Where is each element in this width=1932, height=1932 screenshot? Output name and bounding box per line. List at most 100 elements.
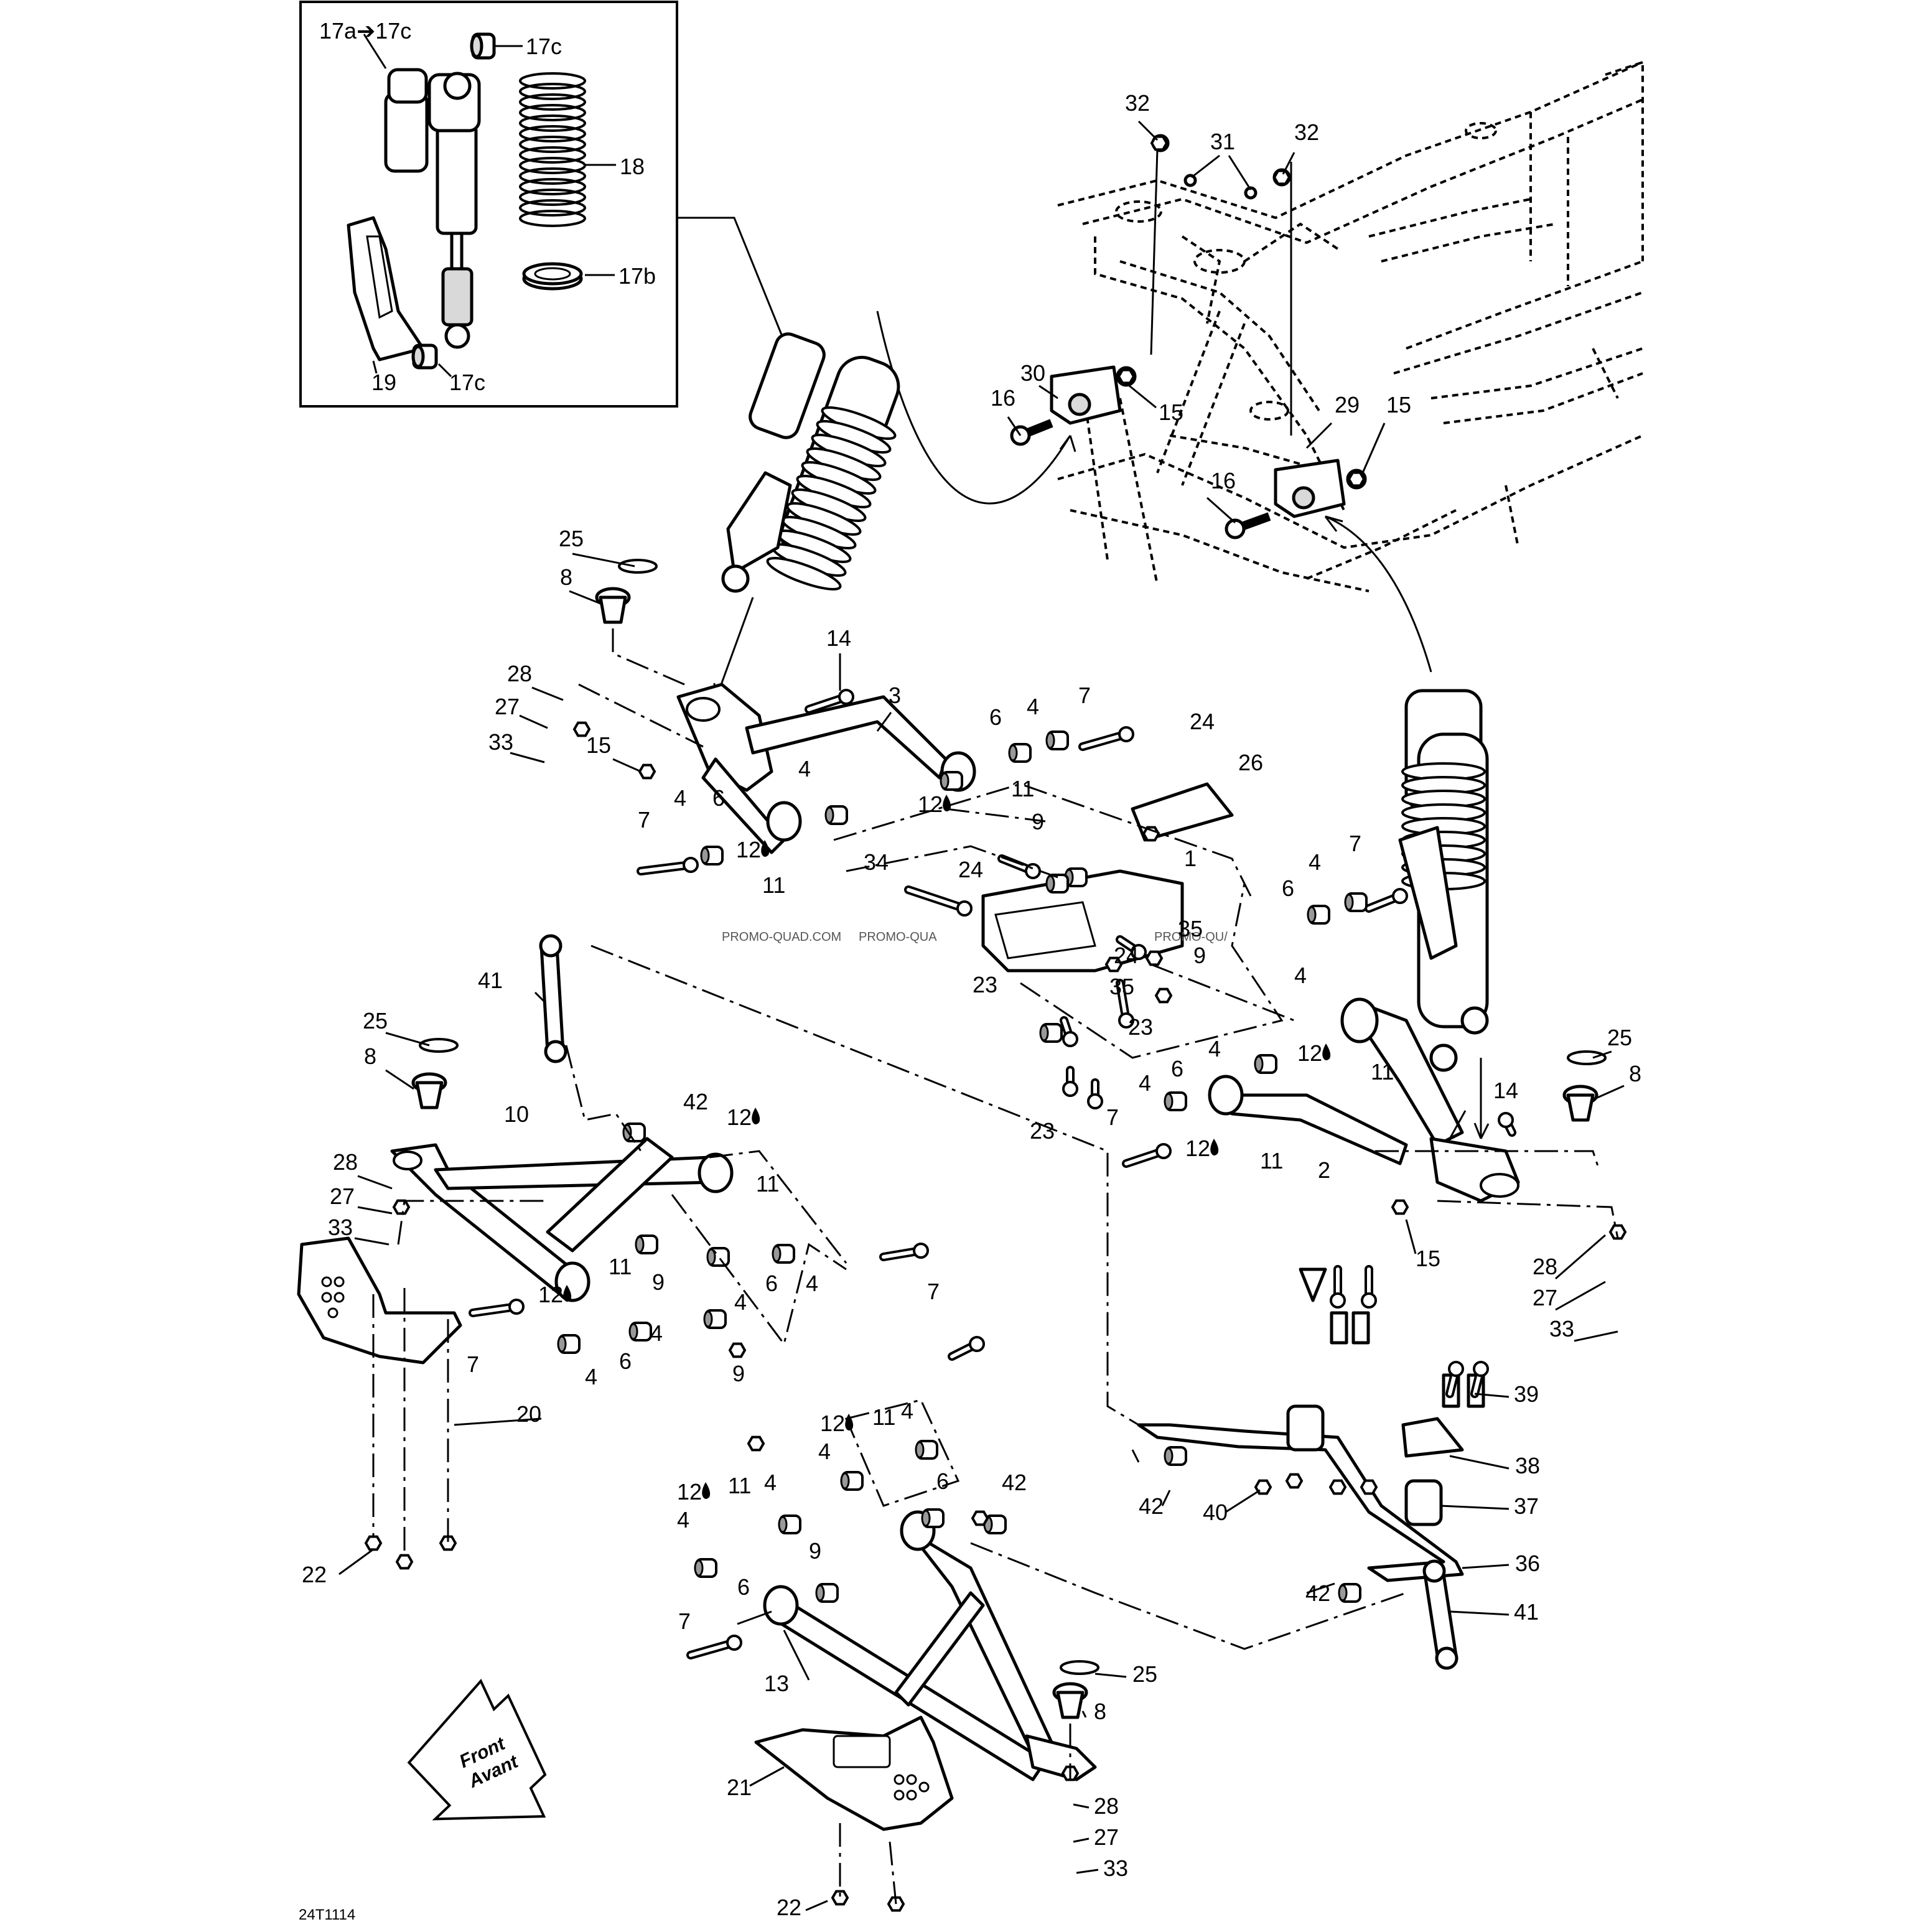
inset-top-bushing — [470, 32, 496, 60]
callout-15: 15 — [1416, 1246, 1440, 1271]
oil-drop-icon — [1322, 1043, 1331, 1060]
callout-23: 23 — [1030, 1118, 1055, 1144]
inset-spring-seat — [522, 262, 583, 291]
callout-20: 20 — [516, 1401, 541, 1427]
inset-label-spring: 18 — [620, 154, 645, 179]
callout-11: 11 — [1011, 776, 1034, 801]
callout-12: 12 — [538, 1282, 563, 1307]
callout-4: 4 — [674, 785, 686, 811]
oil-drop-icon — [943, 795, 951, 811]
callout-11: 11 — [1371, 1059, 1394, 1085]
callout-4: 4 — [806, 1271, 818, 1296]
callout-24: 24 — [1190, 709, 1215, 734]
callout-41: 41 — [1514, 1599, 1539, 1625]
callout-8: 8 — [364, 1043, 376, 1069]
callout-11: 11 — [872, 1404, 895, 1430]
callout-9: 9 — [1193, 943, 1206, 968]
right-shock-absorber — [1398, 689, 1489, 1072]
inset-label-bushing-top: 17c — [526, 34, 562, 59]
callout-6: 6 — [765, 1271, 778, 1296]
callout-6: 6 — [936, 1468, 949, 1494]
callout-11: 11 — [728, 1473, 751, 1498]
inset-label-shock-assembly: 17a➔17c — [319, 18, 411, 44]
callout-7: 7 — [1106, 1104, 1119, 1130]
callout-8: 8 — [560, 564, 572, 590]
callout-11: 11 — [1260, 1148, 1283, 1174]
callout-16: 16 — [991, 385, 1015, 411]
front-direction-arrow: Front Avant — [407, 1679, 547, 1821]
callout-7: 7 — [638, 807, 650, 833]
callout-24: 24 — [1114, 943, 1139, 968]
callout-4: 4 — [764, 1470, 777, 1495]
inset-shock-absorber — [384, 68, 481, 349]
callout-10: 10 — [504, 1101, 529, 1127]
inset-label-spring-seat: 17b — [618, 263, 656, 289]
sway-bar-link-lower — [1422, 1559, 1458, 1670]
callout-42: 42 — [1002, 1470, 1027, 1495]
inset-border — [299, 1, 678, 408]
callout-28: 28 — [1533, 1254, 1557, 1279]
lower-left-a-arm — [390, 1137, 734, 1302]
callout-4: 4 — [650, 1320, 663, 1346]
callout-4: 4 — [798, 756, 811, 782]
callout-12: 12 — [918, 791, 943, 817]
left-shock-absorber — [721, 332, 900, 593]
callout-9: 9 — [1032, 809, 1044, 834]
callout-6: 6 — [1171, 1056, 1183, 1081]
callout-27: 27 — [1094, 1824, 1119, 1850]
oil-drop-icon — [761, 840, 770, 857]
callout-9: 9 — [652, 1269, 665, 1295]
callout-8: 8 — [1629, 1061, 1641, 1086]
lower-right-a-arm — [763, 1510, 1097, 1781]
callout-13: 13 — [764, 1671, 789, 1696]
callout-11: 11 — [762, 872, 785, 898]
callout-33: 33 — [488, 729, 513, 755]
callout-12: 12 — [820, 1411, 845, 1436]
callout-23: 23 — [973, 972, 997, 997]
callout-38: 38 — [1515, 1453, 1540, 1478]
skid-plate-left — [297, 1236, 462, 1365]
callout-7: 7 — [467, 1351, 479, 1377]
callout-4: 4 — [901, 1398, 913, 1424]
callout-26: 26 — [1238, 750, 1263, 775]
callout-12: 12 — [1297, 1040, 1322, 1066]
callout-14: 14 — [1493, 1078, 1518, 1103]
callout-33: 33 — [1549, 1316, 1574, 1342]
callout-3: 3 — [889, 683, 901, 708]
callout-21: 21 — [727, 1775, 752, 1800]
watermark-1: PROMO-QUAD.COM — [722, 930, 841, 944]
callout-leaders — [338, 120, 1625, 1911]
callout-32: 32 — [1294, 119, 1319, 145]
watermark-3: PROMO-QU/ — [1154, 930, 1228, 944]
oil-drop-icon — [845, 1414, 854, 1430]
callout-27: 27 — [1533, 1285, 1557, 1310]
callout-42: 42 — [683, 1089, 708, 1114]
callout-4: 4 — [585, 1364, 597, 1389]
callout-7: 7 — [678, 1608, 691, 1634]
callout-16: 16 — [1211, 468, 1236, 493]
callout-25: 25 — [363, 1008, 388, 1034]
callout-4: 4 — [1294, 963, 1307, 988]
callout-12: 12 — [736, 837, 761, 862]
inset-label-bushing-bottom: 17c — [449, 370, 485, 395]
callout-6: 6 — [989, 704, 1002, 730]
callout-4: 4 — [677, 1507, 689, 1533]
callout-33: 33 — [1103, 1855, 1128, 1881]
callout-14: 14 — [826, 625, 851, 651]
shock-bracket-upper-right — [1274, 459, 1367, 518]
callout-25: 25 — [559, 526, 584, 551]
inset-shock-guard — [347, 216, 425, 362]
oil-drop-icon — [702, 1482, 711, 1499]
callout-15: 15 — [586, 732, 611, 758]
callout-36: 36 — [1515, 1551, 1540, 1576]
oil-drop-icon — [563, 1285, 572, 1302]
bracket-bolts — [1010, 134, 1292, 539]
callout-11: 11 — [756, 1171, 779, 1197]
callout-8: 8 — [1094, 1699, 1106, 1724]
sway-bar — [1137, 1267, 1485, 1582]
callout-2: 2 — [1318, 1157, 1330, 1183]
sway-bar-link-upper — [539, 934, 567, 1063]
callout-7: 7 — [1349, 831, 1361, 856]
